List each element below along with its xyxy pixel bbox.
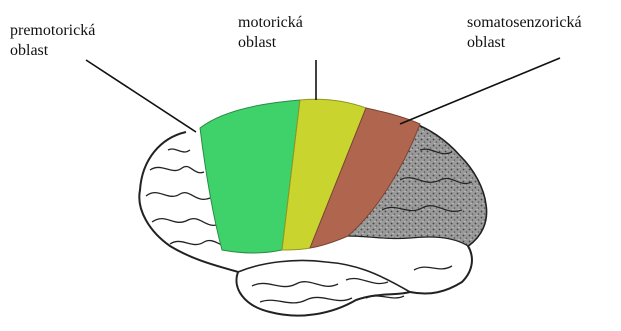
premotor-label: premotorická oblast <box>10 21 95 61</box>
somatosensory-label-line1: somatosenzorická <box>467 13 582 33</box>
temporal-lobe-line <box>238 260 410 292</box>
somatosensory-leader-line <box>400 58 560 124</box>
premotor-label-line2: oblast <box>10 41 95 61</box>
temporal-gyri <box>252 266 452 303</box>
motor-label-line2: oblast <box>238 33 303 53</box>
somatosensory-label: somatosenzorická oblast <box>467 13 582 53</box>
motor-label: motorická oblast <box>238 13 303 53</box>
somatosensory-label-line2: oblast <box>467 33 582 53</box>
premotor-label-line1: premotorická <box>10 21 95 41</box>
premotor-leader-line <box>86 60 196 132</box>
motor-label-line1: motorická <box>238 13 303 33</box>
